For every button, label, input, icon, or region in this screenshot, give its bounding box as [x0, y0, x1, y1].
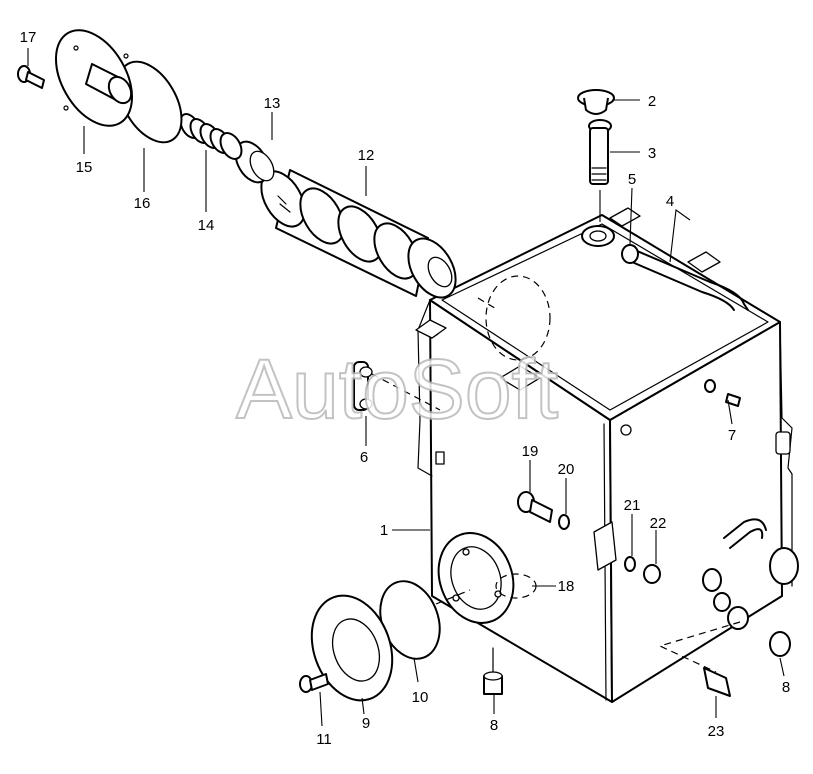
callout-16: 16 — [134, 195, 151, 212]
tank-cover-flange-icon — [55, 29, 133, 127]
sight-mark — [435, 451, 445, 465]
hose-clamp-icon — [621, 244, 639, 264]
leader-lines — [27, 48, 785, 727]
callout-19: 19 — [522, 443, 539, 460]
right-fittings — [658, 547, 799, 697]
callout-23: 23 — [708, 723, 725, 740]
suction-filter-element — [260, 169, 457, 299]
filler-bracket — [609, 207, 641, 227]
inspection-port — [437, 532, 537, 624]
washer-20-icon — [558, 514, 570, 530]
callout-numbers: 2 3 4 5 6 7 1 8 8 9 10 11 12 13 14 15 16… — [20, 29, 791, 748]
mount-boss — [775, 431, 791, 455]
lifting-bracket-right — [687, 251, 721, 273]
callout-3: 3 — [648, 145, 656, 162]
top-plug-boss — [620, 424, 632, 436]
callout-13: 13 — [264, 95, 281, 112]
tank-top-rim — [441, 223, 769, 411]
callout-4: 4 — [666, 193, 674, 210]
callout-9: 9 — [362, 715, 370, 732]
lifting-bracket-left — [415, 319, 447, 339]
level-gauge-icon — [353, 361, 441, 411]
callout-21: 21 — [624, 497, 641, 514]
callout-8-right: 8 — [782, 679, 790, 696]
callout-11: 11 — [316, 731, 332, 748]
bolt-19-icon — [517, 491, 553, 523]
callout-1: 1 — [380, 522, 388, 539]
callout-12: 12 — [358, 147, 375, 164]
bolt-7-icon — [704, 379, 741, 407]
filler-cap-icon — [577, 89, 615, 115]
callout-15: 15 — [76, 159, 93, 176]
callout-18: 18 — [558, 578, 575, 595]
callout-17: 17 — [20, 29, 37, 46]
drain-plug-icon — [483, 647, 503, 695]
front-cover-bolt-icon — [299, 673, 329, 693]
watermark: AutoSoft — [236, 342, 558, 436]
callout-14: 14 — [198, 217, 215, 234]
assembly-line — [435, 589, 471, 605]
cover-bolt-icon — [17, 65, 45, 89]
callout-6: 6 — [360, 449, 368, 466]
washer-21-icon — [624, 556, 636, 572]
callout-20: 20 — [558, 461, 575, 478]
filter-sleeve-icon — [234, 140, 275, 184]
callout-22: 22 — [650, 515, 667, 532]
callout-8-bottom: 8 — [490, 717, 498, 734]
coil-spring-icon — [179, 113, 243, 160]
breather-pipe — [629, 247, 749, 311]
callout-2: 2 — [648, 93, 656, 110]
front-cover-plate-icon — [310, 594, 394, 702]
lifting-bracket-front — [499, 365, 541, 391]
tank-left-lip — [417, 299, 433, 477]
callout-5: 5 — [628, 171, 636, 188]
return-tube — [729, 528, 764, 549]
filler-strainer-icon — [588, 119, 612, 185]
plug-icon — [769, 631, 791, 657]
front-mount-bracket — [593, 521, 617, 571]
filler-neck-assembly — [581, 225, 749, 311]
callout-7: 7 — [728, 427, 736, 444]
nut-22-icon — [643, 564, 661, 584]
callout-10: 10 — [412, 689, 429, 706]
internal-baffle-hidden — [485, 275, 551, 361]
adapter-fitting-icon — [703, 667, 731, 697]
